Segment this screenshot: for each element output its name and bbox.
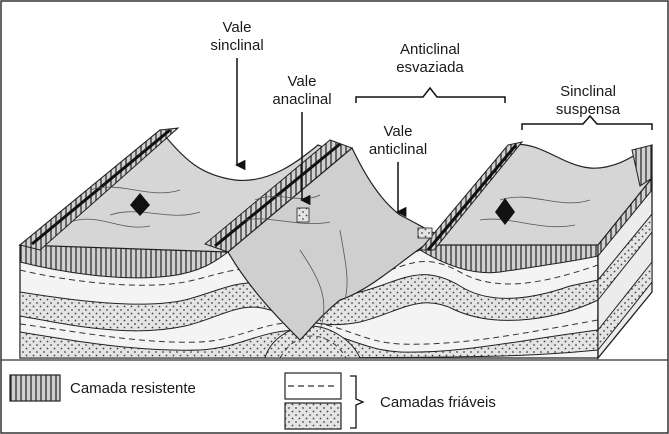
label-anticlinal-esvaziada-line2: esvaziada xyxy=(396,59,464,76)
label-vale-sinclinal-line2: sinclinal xyxy=(210,37,263,54)
label-vale-anticlinal: Vale anticlinal xyxy=(369,123,427,218)
legend-swatch-resistente xyxy=(9,374,61,402)
label-sinclinal-suspensa-line2: suspensa xyxy=(556,101,621,118)
label-anticlinal-esvaziada: Anticlinal esvaziada xyxy=(355,41,506,103)
label-vale-anticlinal-line2: anticlinal xyxy=(369,141,427,158)
ridge-far-right xyxy=(631,144,653,187)
block-side-face xyxy=(597,176,653,360)
brace-anticlinal-esvaziada xyxy=(355,86,506,103)
outcrop-anaclinal xyxy=(296,207,310,223)
label-vale-sinclinal-line1: Vale xyxy=(223,19,252,36)
legend: Camada resistente Camadas friáveis xyxy=(9,372,496,430)
resistant-layer-section-right xyxy=(419,244,599,274)
central-valley xyxy=(227,147,447,341)
resistant-layer-section-left xyxy=(19,244,229,279)
legend-label-friaveis: Camadas friáveis xyxy=(380,394,496,411)
label-vale-anticlinal-line1: Vale xyxy=(384,123,413,140)
block-top-surface xyxy=(18,127,653,341)
label-vale-sinclinal: Vale sinclinal xyxy=(210,19,264,171)
legend-swatch-friavel-dotted xyxy=(284,402,342,430)
label-sinclinal-suspensa-line1: Sinclinal xyxy=(560,83,616,100)
outcrop-anticlinal xyxy=(417,227,433,239)
outcrop-left xyxy=(130,193,150,216)
label-vale-anaclinal-line2: anaclinal xyxy=(272,91,331,108)
label-vale-anaclinal-line1: Vale xyxy=(288,73,317,90)
outcrop-right xyxy=(495,198,515,225)
brace-sinclinal-suspensa xyxy=(521,114,653,130)
label-vale-anaclinal: Vale anaclinal xyxy=(272,73,332,206)
legend-brace xyxy=(350,375,365,429)
label-anticlinal-esvaziada-line1: Anticlinal xyxy=(400,41,460,58)
legend-label-resistente: Camada resistente xyxy=(70,380,196,397)
label-sinclinal-suspensa: Sinclinal suspensa xyxy=(521,83,653,130)
